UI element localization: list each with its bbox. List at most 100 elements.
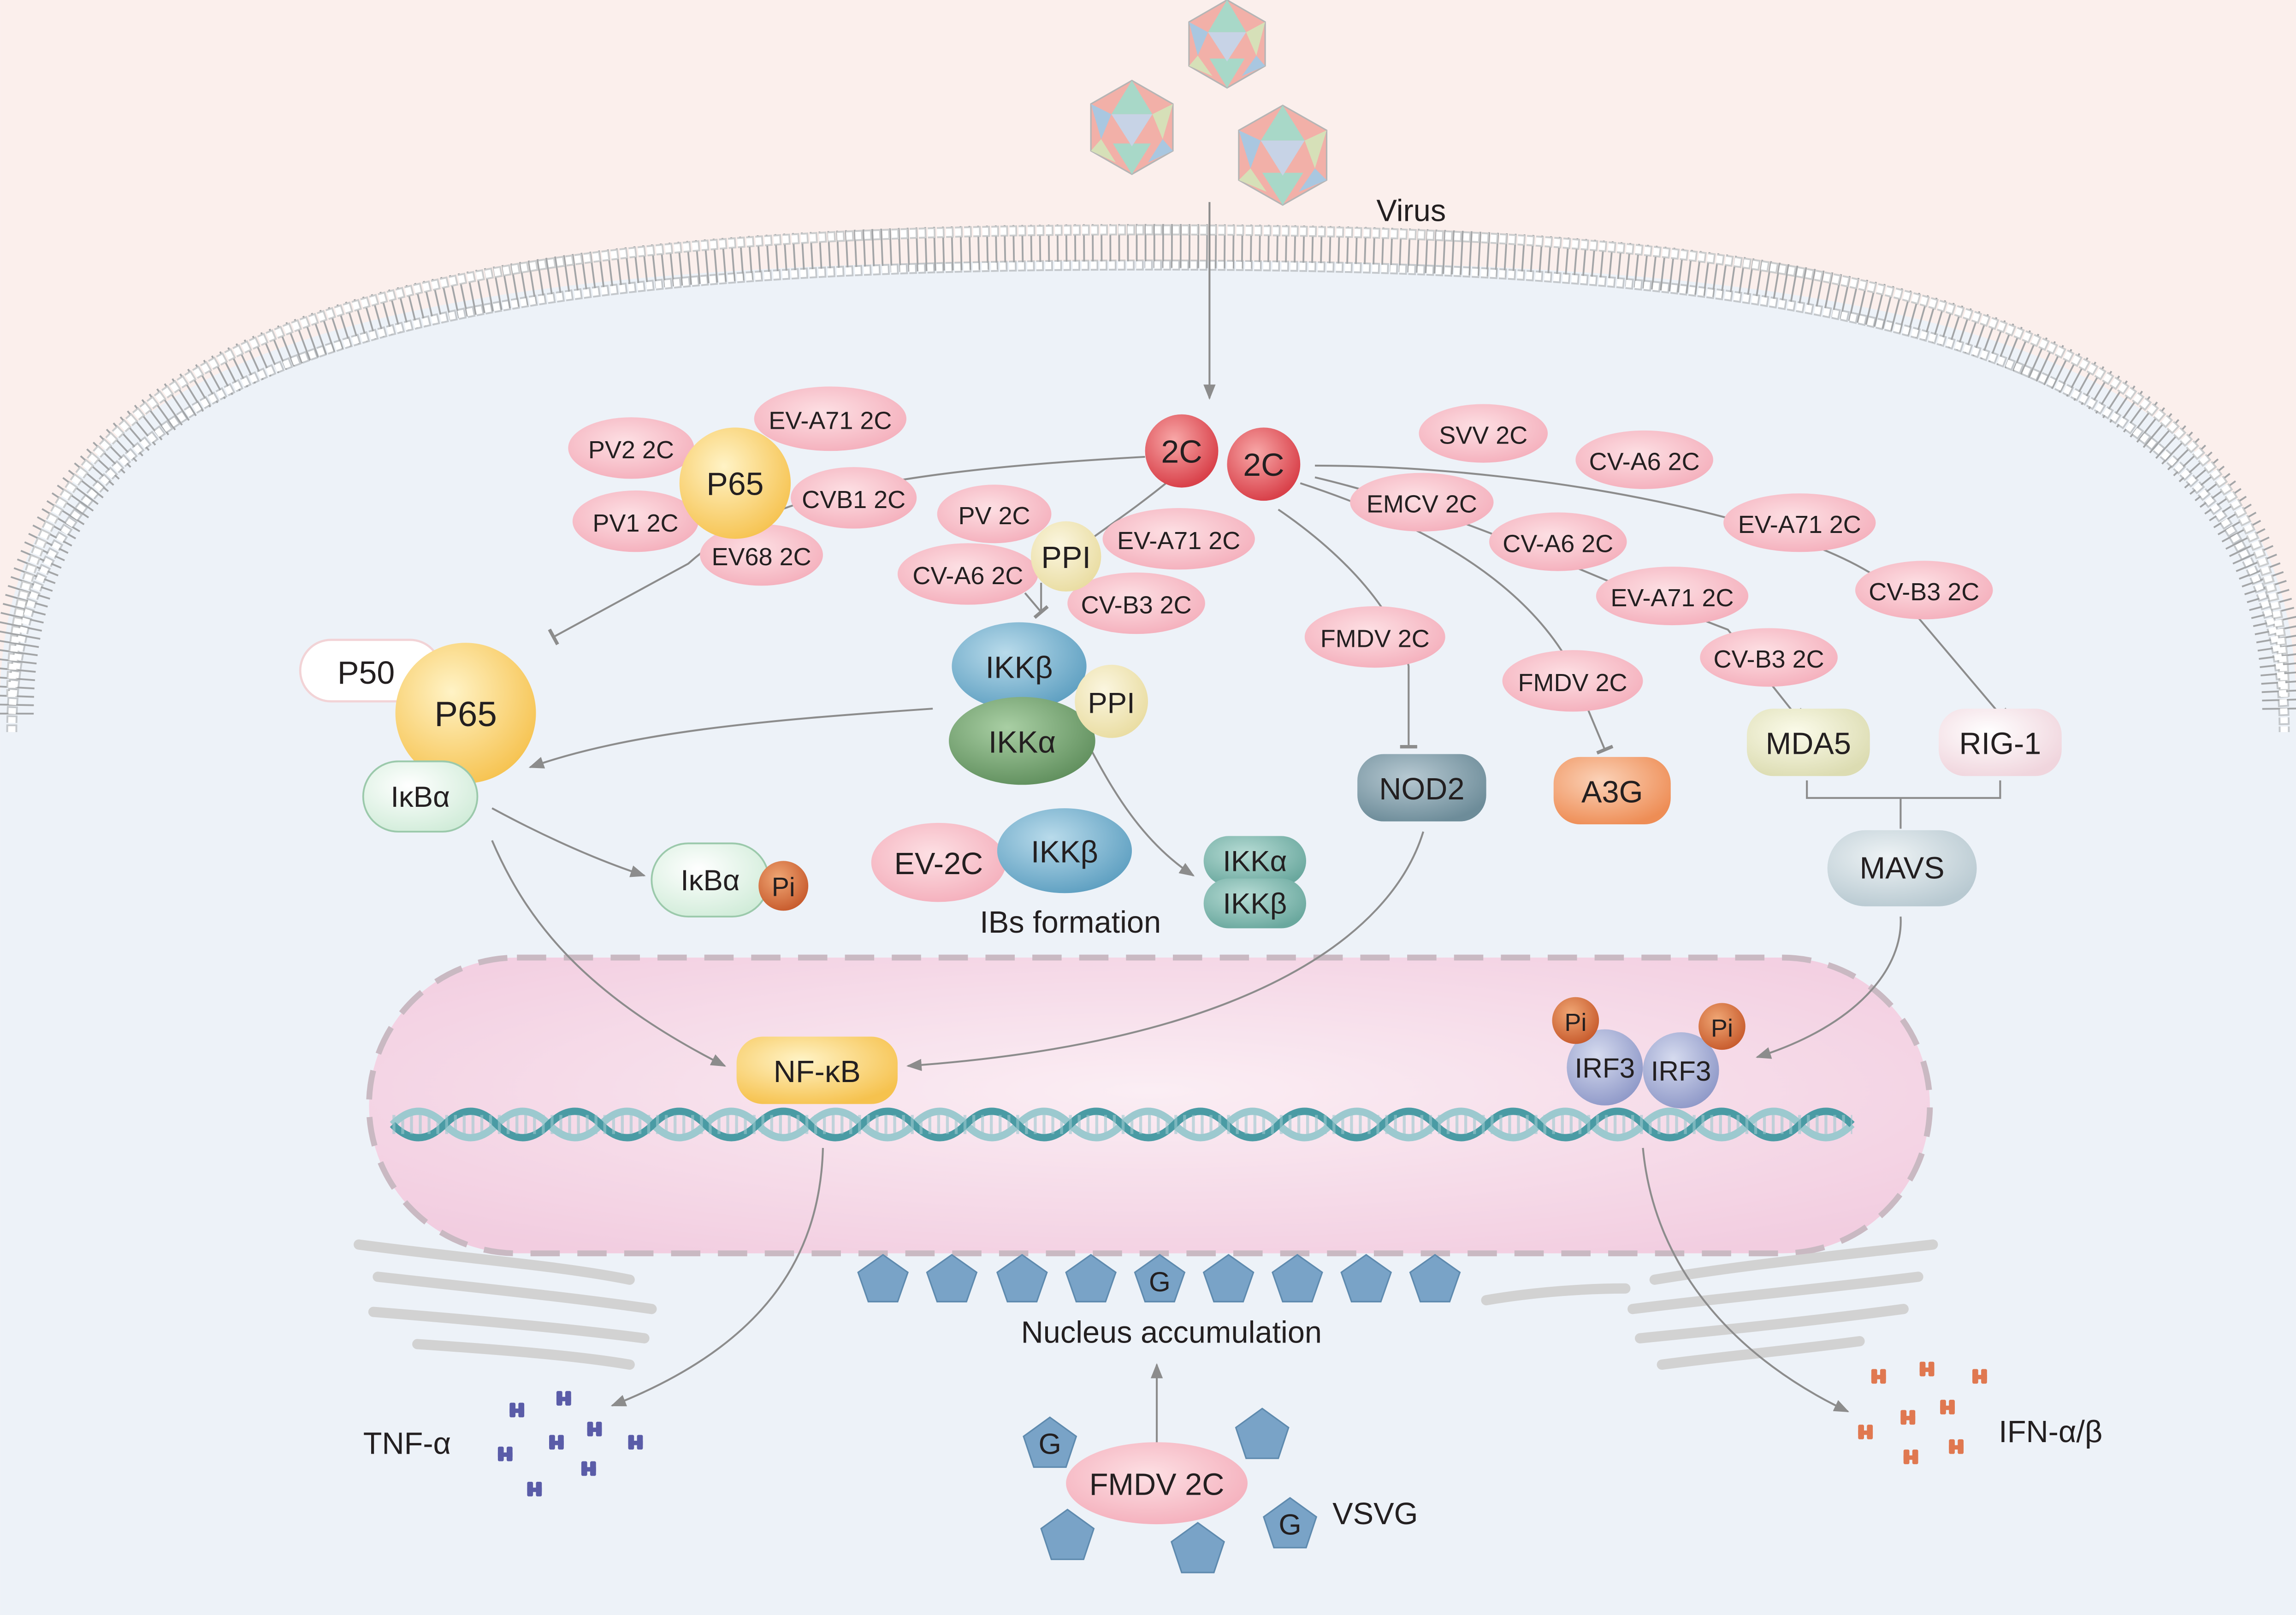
ev68-2c-label: EV68 2C	[712, 543, 811, 571]
cytokine-icon	[497, 1446, 513, 1461]
fmdv-2c-label: FMDV 2C	[1518, 669, 1627, 697]
cytokine-icon	[556, 1391, 571, 1406]
ev-a71-2c-label: EV-A71 2C	[1738, 511, 1861, 538]
cv-b3-2c-label: CV-B3 2C	[1869, 578, 1979, 606]
ev-2c-label: EV-2C	[894, 847, 983, 881]
cytokine-icon	[1919, 1361, 1935, 1377]
ikka-label: IKKα	[988, 725, 1056, 759]
nucleus	[366, 954, 1933, 1256]
p50-label: P50	[337, 655, 395, 691]
vsvg-pentagon-icon	[1170, 1521, 1225, 1574]
pv-2c: PV 2C	[937, 485, 1052, 544]
fmdv-2c-label: FMDV 2C	[1320, 625, 1430, 653]
cv-b3-2c-right-top: CV-B3 2C	[1855, 561, 1993, 620]
cv-a6-2c-label: CV-A6 2C	[1589, 448, 1700, 475]
cytokine-icon	[581, 1461, 596, 1476]
ikkb-label: IKKβ	[1223, 888, 1287, 920]
cytokine-icon	[1871, 1369, 1886, 1384]
two-c-label: 2C	[1243, 447, 1284, 483]
vsvg-pentagon-icon	[1065, 1254, 1117, 1302]
p65-protein-top: P65	[679, 427, 791, 539]
cvb1-2c: CVB1 2C	[791, 467, 917, 529]
tnf-label: TNF-α	[363, 1427, 451, 1461]
cytokine-icon	[1900, 1410, 1916, 1425]
ikba-label: IκBα	[391, 781, 450, 813]
fmdv-2c-bottom: FMDV 2C	[1066, 1442, 1248, 1525]
ppi-protein-top: PPI	[1030, 521, 1101, 592]
fmdv-2c-label: FMDV 2C	[1089, 1468, 1225, 1502]
ev-a71-2c-label: EV-A71 2C	[1610, 584, 1734, 612]
vsvg-pentagon-icon	[996, 1254, 1048, 1302]
virus-icon	[1238, 104, 1328, 206]
p65-label: P65	[434, 695, 497, 734]
two-c-protein-b: 2C	[1227, 427, 1301, 501]
ev68-2c: EV68 2C	[700, 524, 823, 586]
endoplasmic-reticulum-right	[1481, 1239, 1938, 1370]
phosphate-label: Pi	[772, 873, 795, 902]
vsvg-cluster	[1023, 1408, 1318, 1574]
vsvg-pentagon-icon	[1202, 1254, 1255, 1302]
cv-a6-2c-ppi: CV-A6 2C	[897, 543, 1038, 605]
ev-a71-2c-label: EV-A71 2C	[769, 407, 892, 435]
cv-a6-2c-label: CV-A6 2C	[1503, 530, 1613, 557]
cv-b3-2c-ppi: CV-B3 2C	[1067, 572, 1205, 634]
ikka-label: IKKα	[1223, 846, 1287, 878]
cv-a6-2c-label: CV-A6 2C	[912, 562, 1023, 590]
virus-label: Virus	[1376, 194, 1446, 228]
cytokine-icon	[549, 1435, 564, 1450]
pv1-2c: PV1 2C	[572, 490, 699, 552]
cv-b3-2c-right-mid: CV-B3 2C	[1700, 628, 1838, 687]
p65-protein-complex: P65	[395, 643, 536, 784]
ppi-label: PPI	[1088, 687, 1135, 720]
fmdv-2c-nod2: FMDV 2C	[1304, 606, 1445, 668]
irf3-label: IRF3	[1651, 1055, 1711, 1087]
ev-a71-2c-right-top: EV-A71 2C	[1723, 493, 1876, 552]
emcv-2c-label: EMCV 2C	[1367, 491, 1477, 518]
two-c-protein-a: 2C	[1145, 414, 1219, 488]
ikba-phosphorylated: IκBα Pi	[651, 842, 809, 918]
ev-2c-protein: EV-2C	[871, 822, 1006, 902]
phosphate-label: Pi	[1711, 1015, 1733, 1042]
cell-membrane	[0, 224, 2296, 732]
cytokine-icon	[628, 1435, 643, 1450]
virus-icon	[1188, 0, 1266, 89]
cytokine-icon	[1940, 1400, 1955, 1414]
mavs-protein: MAVS	[1827, 830, 1977, 906]
vsvg-pentagon-icon	[1263, 1497, 1318, 1549]
nfkb-protein: NF-κB	[736, 1036, 898, 1104]
pv-2c-label: PV 2C	[959, 502, 1030, 530]
ikkb-label: IKKβ	[986, 651, 1053, 685]
rig1-protein: RIG-1	[1938, 709, 2062, 776]
vsvg-pentagon-icon	[1409, 1254, 1461, 1302]
ifn-cytokines	[1858, 1361, 1987, 1464]
ifn-label: IFN-α/β	[1999, 1415, 2102, 1449]
cytokine-icon	[527, 1481, 542, 1497]
cv-b3-2c-label: CV-B3 2C	[1714, 645, 1824, 673]
endoplasmic-reticulum-left	[354, 1239, 657, 1370]
p65-label: P65	[706, 466, 763, 502]
vsvg-pentagon-icon	[1134, 1254, 1186, 1302]
cytokine-icon	[1972, 1369, 1987, 1384]
emcv-2c: EMCV 2C	[1350, 473, 1494, 532]
cv-a6-2c-top: CV-A6 2C	[1575, 430, 1713, 489]
a3g-protein: A3G	[1553, 757, 1671, 825]
ev-a71-2c-right-mid: EV-A71 2C	[1596, 567, 1749, 626]
irf3-label: IRF3	[1575, 1052, 1635, 1083]
nucleus-accumulation-label: Nucleus accumulation	[1021, 1315, 1322, 1349]
vsvg-pentagon-icon	[1040, 1509, 1095, 1560]
g-label: G	[1278, 1509, 1301, 1541]
ppi-label: PPI	[1041, 541, 1091, 575]
ev-a71-2c-ppi: EV-A71 2C	[1102, 508, 1255, 570]
vsvg-row	[857, 1254, 1461, 1302]
pv2-2c-label: PV2 2C	[588, 436, 674, 464]
vsvg-pentagon-icon	[857, 1254, 909, 1302]
vsvg-pentagon-icon	[1235, 1408, 1290, 1459]
virus-particles	[1090, 0, 1328, 206]
vsvg-pentagon-icon	[1272, 1254, 1323, 1302]
cvb1-2c-label: CVB1 2C	[802, 486, 905, 514]
ikkb-bound: IKKβ	[997, 808, 1132, 893]
ikkb-label: IKKβ	[1031, 835, 1098, 870]
rig1-label: RIG-1	[1959, 727, 2041, 761]
vsvg-pentagon-icon	[1340, 1254, 1392, 1302]
